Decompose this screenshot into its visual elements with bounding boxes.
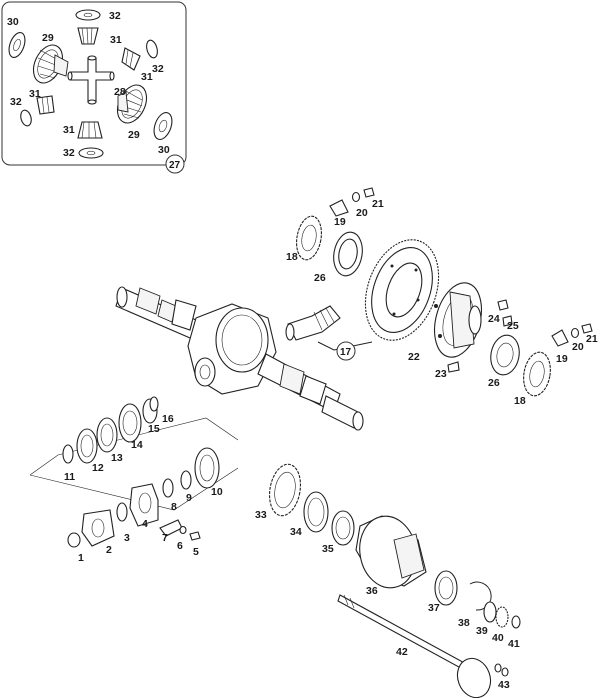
inset-label: 30: [7, 16, 19, 28]
inset-differential-gears: 30 32 29 31 31 32 28 32 31 31 29 30 32 2…: [1, 1, 187, 174]
part-label: 41: [508, 638, 520, 650]
part-label: 18: [514, 395, 526, 407]
part-label: 34: [290, 526, 302, 538]
part-label: 21: [586, 333, 598, 345]
part-label: 38: [458, 617, 470, 629]
inset-label: 32: [152, 63, 164, 75]
part-label: 40: [492, 632, 504, 644]
part-label: 6: [177, 540, 183, 552]
differential-case: [434, 282, 482, 358]
part-label: 2: [106, 544, 112, 556]
part-label: 19: [334, 216, 346, 228]
part-label: 10: [211, 486, 223, 498]
assembly-callout-circle: [336, 341, 356, 361]
pinion-flange-parts: [67, 447, 220, 548]
part-label: 5: [193, 546, 199, 558]
inset-label: 30: [158, 144, 170, 156]
part-label: 14: [131, 439, 143, 451]
inset-callout-circle: [165, 154, 185, 174]
part-label: 43: [498, 679, 510, 691]
part-label: 26: [488, 377, 500, 389]
inset-label: 31: [141, 71, 153, 83]
part-label: 3: [124, 532, 130, 544]
part-label: 20: [356, 207, 368, 219]
inset-label: 31: [29, 88, 41, 100]
part-label: 12: [92, 462, 104, 474]
part-label: 23: [435, 368, 447, 380]
part-label: 26: [314, 272, 326, 284]
axle-housing: [115, 286, 364, 431]
part-label: 4: [142, 518, 148, 530]
right-bearing-adjuster: [447, 299, 593, 397]
inset-label: 31: [110, 34, 122, 46]
inset-label: 28: [114, 86, 126, 98]
part-number-labels: 21 20 19 18 26 25 24 22 23 26 18 19 20 2…: [64, 198, 598, 691]
part-label: 15: [148, 423, 160, 435]
left-bearing-adjuster: [296, 187, 375, 277]
part-label: 13: [111, 452, 123, 464]
part-label: 16: [162, 413, 174, 425]
part-label: 35: [322, 543, 334, 555]
inset-label: 29: [128, 129, 140, 141]
part-label: 36: [366, 585, 378, 597]
part-label: 18: [286, 251, 298, 263]
part-label: 39: [476, 625, 488, 637]
part-label: 24: [488, 313, 500, 325]
ring-gear: [364, 239, 440, 341]
pinion-bearing-stack: [29, 396, 239, 511]
part-label: 19: [556, 353, 568, 365]
part-label: 1: [78, 552, 84, 564]
inset-callout-label: 27: [169, 160, 181, 171]
part-label: 9: [186, 492, 192, 504]
part-label: 22: [408, 351, 420, 363]
part-label: 11: [64, 471, 75, 483]
inset-label: 32: [10, 96, 22, 108]
wheel-hub-assembly: [269, 463, 521, 698]
part-label: 25: [507, 320, 519, 332]
drive-pinion: 17: [285, 305, 373, 361]
part-label: 33: [255, 509, 267, 521]
inset-label: 32: [109, 10, 121, 22]
part-label: 21: [372, 198, 384, 210]
part-label: 42: [396, 646, 408, 658]
inset-label: 31: [63, 124, 75, 136]
assembly-callout-label: 17: [340, 347, 352, 358]
part-label: 8: [171, 501, 177, 513]
part-label: 37: [428, 602, 440, 614]
part-label: 7: [162, 532, 168, 544]
part-label: 20: [572, 341, 584, 353]
inset-label: 32: [63, 147, 75, 159]
inset-label: 29: [42, 32, 54, 44]
